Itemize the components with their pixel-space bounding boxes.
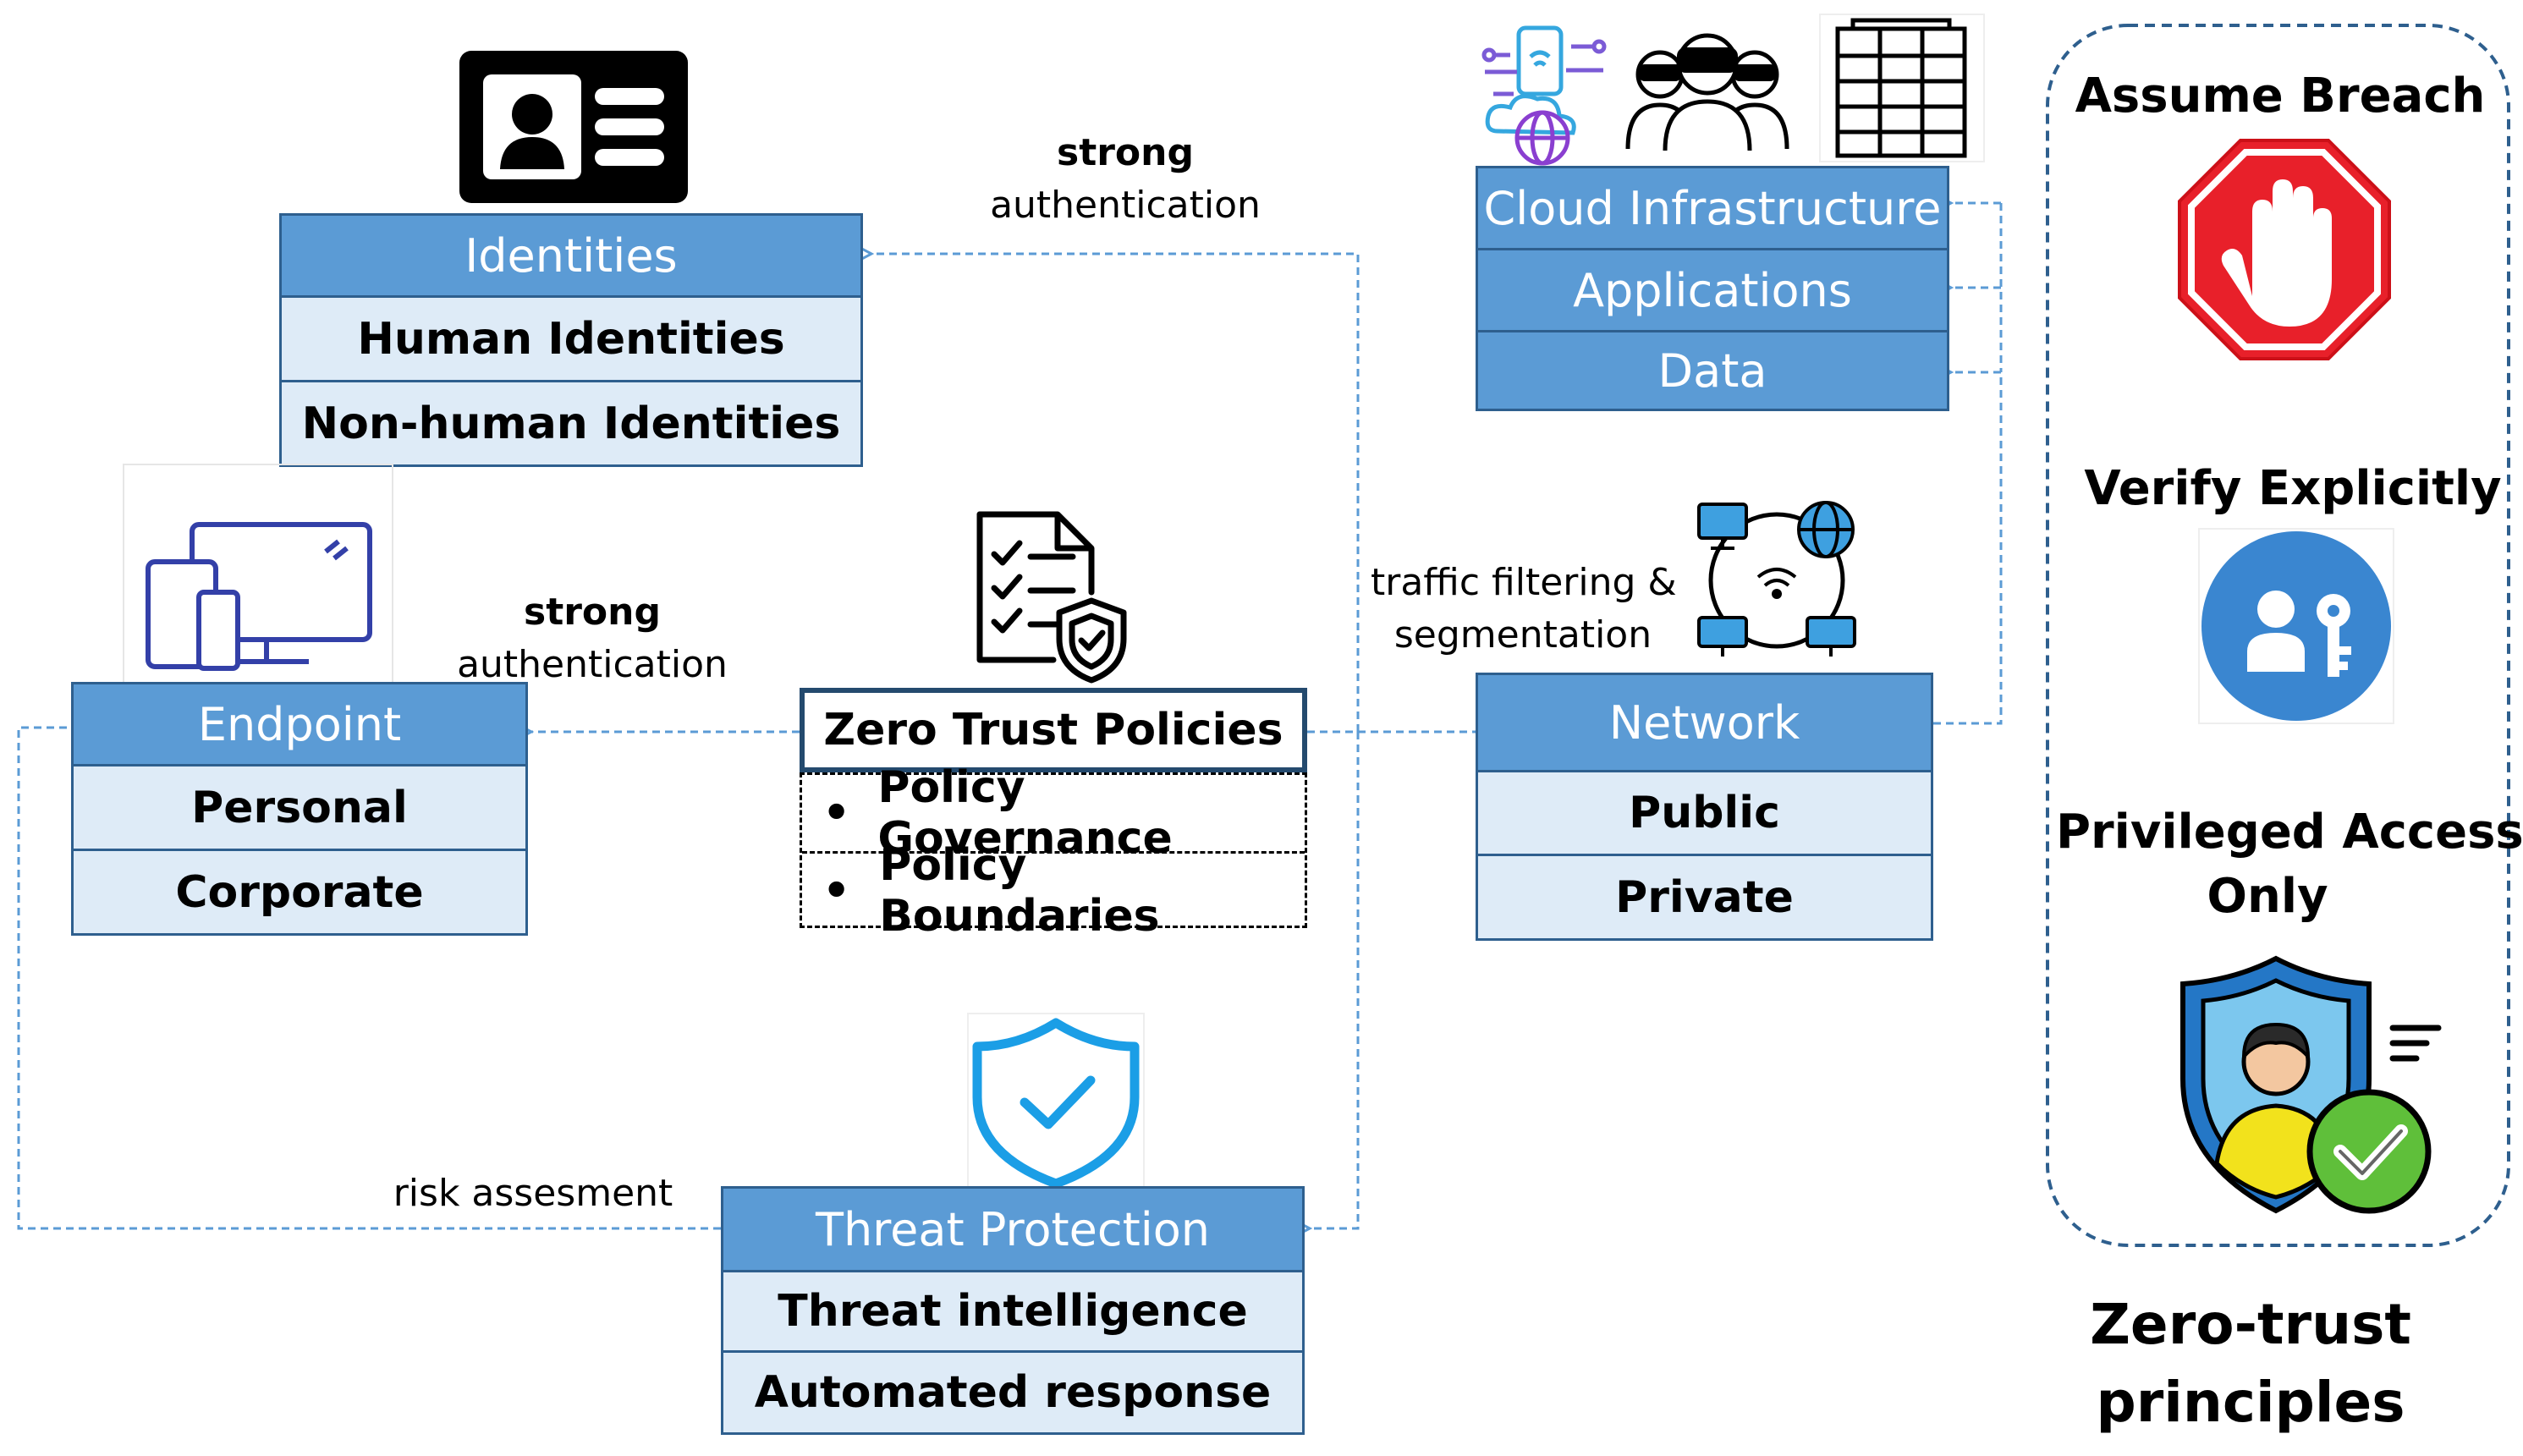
privileged-line1: Privileged Access — [2056, 805, 2523, 860]
risk-label: risk assesment — [393, 1172, 673, 1215]
auth-top-line2: authentication — [990, 184, 1261, 227]
endpoint-box: Endpoint Personal Corporate — [71, 682, 528, 936]
network-box: Network Public Private — [1476, 673, 1933, 941]
id-card-icon — [459, 51, 688, 203]
devices-icon — [123, 464, 393, 684]
cloud-devices-icon — [1481, 25, 1607, 166]
shield-check-icon — [967, 1013, 1145, 1190]
stop-hand-icon — [2178, 139, 2391, 360]
cloud-infrastructure-row: Cloud Infrastructure — [1476, 166, 1949, 250]
auth-top-line1: strong — [1057, 131, 1194, 174]
private-row: Private — [1476, 854, 1933, 941]
automated-response-row: Automated response — [721, 1350, 1305, 1435]
auth-left-line1: strong — [524, 591, 661, 634]
threat-protection-box: Threat Protection Threat intelligence Au… — [721, 1186, 1305, 1435]
policy-governance-item: • Policy Governance — [802, 762, 1305, 864]
caption-line1: Zero-trust — [2090, 1292, 2411, 1357]
verify-explicitly-label: Verify Explicitly — [2084, 461, 2502, 516]
connector-to-threat — [1310, 732, 1360, 1228]
user-key-icon — [2198, 528, 2394, 724]
non-human-identities-row: Non-human Identities — [279, 380, 863, 467]
policy-boundaries-item: • Policy Boundaries — [802, 840, 1305, 942]
bullet: • — [822, 865, 851, 916]
caption-line2: principles — [2096, 1370, 2405, 1435]
identities-header: Identities — [279, 213, 863, 298]
connector-to-identities — [871, 254, 1360, 732]
traffic-label: traffic filtering & segmentation — [1371, 557, 1677, 662]
identities-box: Identities Human Identities Non-human Id… — [279, 213, 863, 467]
policy-boundaries-label: Policy Boundaries — [879, 840, 1160, 942]
network-header: Network — [1476, 673, 1933, 772]
human-identities-row: Human Identities — [279, 295, 863, 382]
endpoint-header: Endpoint — [71, 682, 528, 766]
server-rack-icon — [1819, 14, 1985, 162]
cloud-stack-box: Cloud Infrastructure Applications Data — [1476, 166, 1949, 411]
privileged-line2: Only — [2207, 869, 2328, 924]
zero-trust-policies-title: Zero Trust Policies — [800, 688, 1307, 772]
traffic-line1: traffic filtering & — [1371, 561, 1677, 604]
threat-intelligence-row: Threat intelligence — [721, 1270, 1305, 1353]
corporate-row: Corporate — [71, 849, 528, 936]
personal-row: Personal — [71, 764, 528, 851]
connector-risk — [17, 728, 721, 1230]
data-row: Data — [1476, 330, 1949, 411]
connector-network-to-cloud — [1933, 371, 2003, 725]
network-globe-icon — [1697, 501, 1856, 657]
public-row: Public — [1476, 770, 1933, 856]
user-shield-check-icon — [2180, 955, 2442, 1214]
checklist-shield-icon — [976, 511, 1127, 684]
privileged-access-label: Privileged Access Only — [2056, 800, 2523, 929]
zero-trust-principles-caption: Zero-trust principles — [2048, 1286, 2454, 1442]
zero-trust-policies-label: Zero Trust Policies — [823, 705, 1283, 755]
auth-left-line2: authentication — [457, 643, 728, 686]
policy-governance-label: Policy Governance — [877, 762, 1173, 864]
applications-row: Applications — [1476, 248, 1949, 332]
policy-list: • Policy Governance • Policy Boundaries — [800, 762, 1307, 942]
principles-frame — [2046, 24, 2510, 1247]
vr-users-icon — [1625, 33, 1789, 151]
assume-breach-label: Assume Breach — [2075, 69, 2486, 124]
bullet: • — [822, 788, 851, 838]
traffic-line2: segmentation — [1393, 613, 1652, 657]
auth-top-label: strong authentication — [990, 127, 1261, 232]
threat-protection-header: Threat Protection — [721, 1186, 1305, 1272]
auth-left-label: strong authentication — [457, 586, 728, 691]
